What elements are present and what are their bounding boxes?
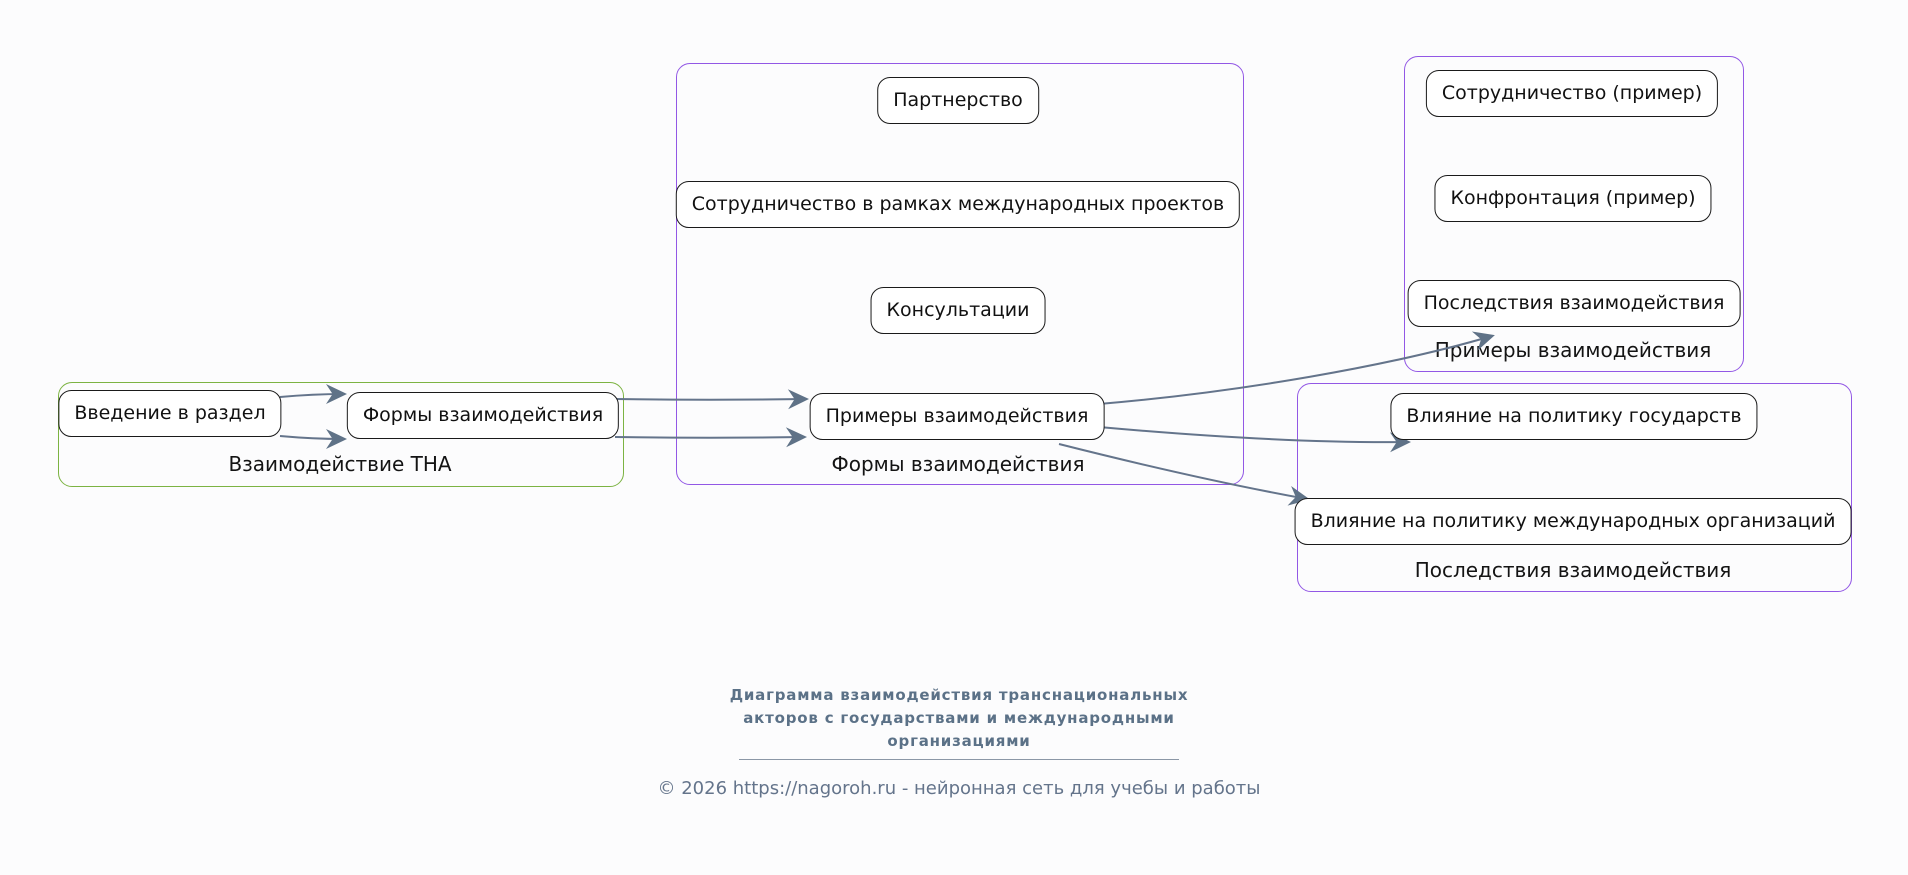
group-label-consequences: Последствия взаимодействия [1414,558,1732,582]
footer-title: Диаграмма взаимодействия транснациональн… [729,686,1189,750]
node-impact-states: Влияние на политику государств [1390,393,1758,440]
footer-separator [739,759,1179,760]
edge-forms-examples-2 [614,427,807,448]
node-partnership: Партнерство [877,77,1039,124]
edge-forms-examples-1 [614,389,809,410]
node-consultations: Консультации [870,287,1046,334]
node-introduction: Введение в раздел [58,390,282,437]
edge-intro-forms-1 [279,384,347,405]
footer-copyright: © 2026 https://nagoroh.ru - нейронная се… [657,778,1261,799]
group-examples [1404,56,1744,372]
edge-examples-impact-orgs [1058,443,1310,506]
edge-examples-consequences-node [1098,331,1495,405]
node-impact-orgs: Влияние на политику международных органи… [1294,498,1852,545]
node-consequences: Последствия взаимодействия [1407,280,1741,327]
group-label-interaction-tna: Взаимодействие ТНА [228,452,452,476]
edge-examples-impact-states [1098,426,1411,453]
node-forms: Формы взаимодействия [346,392,620,439]
node-confrontation-example: Конфронтация (пример) [1434,175,1712,222]
node-cooperation-example: Сотрудничество (пример) [1425,70,1719,117]
group-forms [676,63,1244,485]
group-label-forms: Формы взаимодействия [831,452,1085,476]
group-interaction-tna [58,382,624,487]
node-cooperation-projects: Сотрудничество в рамках международных пр… [675,181,1241,228]
node-examples: Примеры взаимодействия [809,393,1105,440]
edge-intro-forms-2 [279,428,347,449]
